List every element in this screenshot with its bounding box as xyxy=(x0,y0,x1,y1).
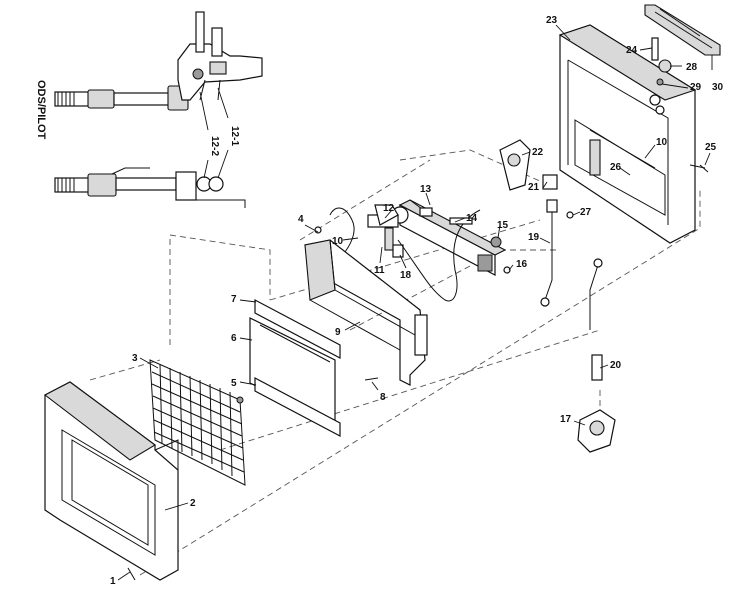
callout-22: 22 xyxy=(532,147,544,158)
callout-14: 14 xyxy=(466,213,478,224)
small-fittings xyxy=(449,217,511,274)
callout-24: 24 xyxy=(626,45,638,56)
callout-8: 8 xyxy=(380,392,386,403)
callout-26: 26 xyxy=(610,162,622,173)
inset-title: ODS/PILOT xyxy=(35,80,47,140)
callout-6: 6 xyxy=(231,333,237,344)
callout-15: 15 xyxy=(497,220,509,231)
callout-17: 17 xyxy=(560,414,572,425)
heat-guard-grill xyxy=(149,359,246,486)
callout-21: 21 xyxy=(528,182,540,193)
callout-12: 12 xyxy=(383,203,395,214)
callout-16: 16 xyxy=(516,259,528,270)
burner-box xyxy=(304,239,428,386)
callout-7: 7 xyxy=(231,294,237,305)
callout-20: 20 xyxy=(610,360,622,371)
callout-25: 25 xyxy=(705,142,717,153)
gas-supply-components xyxy=(499,139,616,453)
callout-9: 9 xyxy=(335,327,341,338)
rear-top-parts xyxy=(644,4,721,86)
pilot-lower-view xyxy=(54,167,246,208)
callout-5: 5 xyxy=(231,378,237,389)
callout-4: 4 xyxy=(298,214,304,225)
callout-labels: 1 2 3 4 5 6 7 8 9 10 11 12 13 14 15 16 1… xyxy=(110,15,724,587)
callout-30: 30 xyxy=(712,82,724,93)
callout-19: 19 xyxy=(528,232,540,243)
callout-3: 3 xyxy=(132,353,138,364)
callout-12-2: 12-2 xyxy=(209,136,220,156)
callout-18: 18 xyxy=(400,270,412,281)
callout-11: 11 xyxy=(374,265,385,276)
pilot-upper-view xyxy=(54,11,263,111)
pilot-assembly xyxy=(329,199,481,302)
callout-13: 13 xyxy=(420,184,432,195)
callout-27: 27 xyxy=(580,207,592,218)
callout-2: 2 xyxy=(190,498,196,509)
burner xyxy=(391,199,507,276)
callout-10-housing: 10 xyxy=(656,137,668,148)
callout-23: 23 xyxy=(546,15,558,26)
glass-frame-assembly xyxy=(249,299,341,437)
callout-1: 1 xyxy=(110,576,116,587)
callout-10-pilot: 10 xyxy=(332,236,344,247)
ods-pilot-inset: ODS/PILOT xyxy=(35,11,263,208)
callout-29: 29 xyxy=(690,82,702,93)
callout-12-1: 12-1 xyxy=(229,126,240,146)
callout-28: 28 xyxy=(686,62,698,73)
leader-lines xyxy=(117,24,713,581)
front-panel xyxy=(43,381,179,581)
